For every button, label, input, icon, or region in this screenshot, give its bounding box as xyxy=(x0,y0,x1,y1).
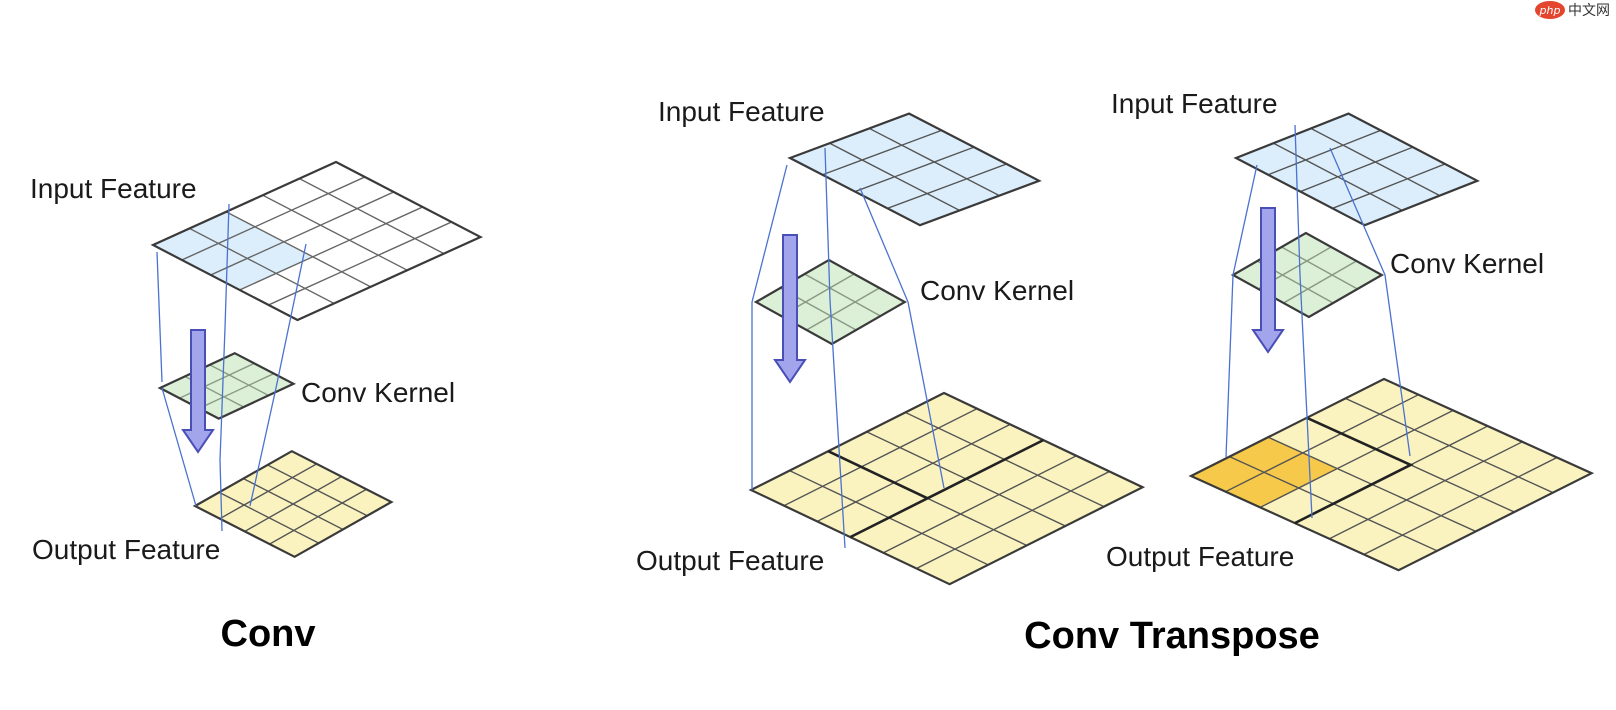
conv-projection-line xyxy=(219,459,223,532)
conv-down-arrow xyxy=(181,329,215,454)
transpose-b-output-stride-line xyxy=(1294,416,1414,525)
transpose-a-kernel-label: Conv Kernel xyxy=(920,275,1074,306)
transpose-b-panel: Input Feature Conv Kernel Output Feature xyxy=(1106,88,1595,572)
transpose-a-input-label: Input Feature xyxy=(658,96,825,127)
conv-input-grid xyxy=(150,160,484,322)
conv-input-border xyxy=(150,160,484,322)
conv-projection-line xyxy=(249,387,277,507)
transpose-b-kernel-grid xyxy=(1230,231,1385,319)
transpose-a-kernel-border xyxy=(753,258,908,346)
conv-kernel-label: Conv Kernel xyxy=(301,377,455,408)
transpose-b-kernel-label: Conv Kernel xyxy=(1390,248,1544,279)
transpose-a-output-label: Output Feature xyxy=(636,545,824,576)
conv-projection-line xyxy=(224,203,230,329)
transpose-b-projection-line xyxy=(1329,147,1386,276)
watermark-badge xyxy=(1535,1,1565,19)
conv-projection-line xyxy=(219,327,226,461)
transpose-a-down-arrow xyxy=(773,234,807,384)
transpose-b-projection-line xyxy=(1294,124,1301,276)
transpose-a-panel: Input Feature Conv Kernel Output Feature xyxy=(636,96,1146,586)
watermark-badge-text: php xyxy=(1539,4,1561,17)
transpose-b-kernel-border xyxy=(1230,231,1385,319)
transpose-a-projection-line xyxy=(859,187,909,303)
conv-projection-line xyxy=(275,243,307,389)
transpose-a-output-stride-line xyxy=(926,438,1044,500)
transpose-b-down-arrow xyxy=(1251,207,1285,354)
transpose-caption: Conv Transpose xyxy=(1024,615,1320,657)
conv-projection-line xyxy=(156,251,163,383)
transpose-a-projection-line xyxy=(751,164,788,303)
transpose-b-output-label: Output Feature xyxy=(1106,541,1294,572)
transpose-b-projection-lines xyxy=(1225,124,1411,519)
transpose-b-projection-line xyxy=(1225,274,1234,458)
transpose-a-projection-lines xyxy=(751,147,945,549)
transpose-a-arrow-shape xyxy=(773,234,807,384)
conv-projection-line xyxy=(161,387,197,507)
transpose-b-projection-line xyxy=(1384,274,1411,457)
watermark: php 中文网 xyxy=(1535,1,1610,19)
transpose-a-output-border xyxy=(748,391,1146,586)
transpose-b-projection-line xyxy=(1299,274,1313,519)
conv-projection-lines xyxy=(156,203,307,532)
conv-output-border xyxy=(192,449,394,559)
transpose-b-input-label: Input Feature xyxy=(1111,88,1278,119)
transpose-b-output-border xyxy=(1188,377,1595,572)
transpose-a-input-grid xyxy=(787,112,1042,227)
conv-caption: Conv xyxy=(221,613,316,655)
transpose-a-projection-line xyxy=(907,301,945,489)
conv-output-label: Output Feature xyxy=(32,534,220,565)
transpose-b-arrow-shape xyxy=(1251,207,1285,354)
transpose-b-output-grid xyxy=(1188,377,1595,572)
transpose-a-input-border xyxy=(787,112,1042,227)
conv-arrow-shape xyxy=(181,329,215,454)
transpose-b-input-grid xyxy=(1233,112,1480,227)
transpose-a-output-grid xyxy=(748,391,1146,586)
watermark-text: 中文网 xyxy=(1568,3,1610,19)
conv-output-grid xyxy=(192,449,394,559)
conv-kernel-grid xyxy=(157,351,296,420)
transpose-a-projection-line xyxy=(824,147,831,301)
conv-panel: Input Feature Conv Kernel Output Feature… xyxy=(30,160,484,655)
transpose-a-projection-line xyxy=(829,299,846,549)
transpose-b-projection-line xyxy=(1232,164,1258,276)
conv-input-label: Input Feature xyxy=(30,173,197,204)
transpose-b-input-border xyxy=(1233,112,1480,227)
